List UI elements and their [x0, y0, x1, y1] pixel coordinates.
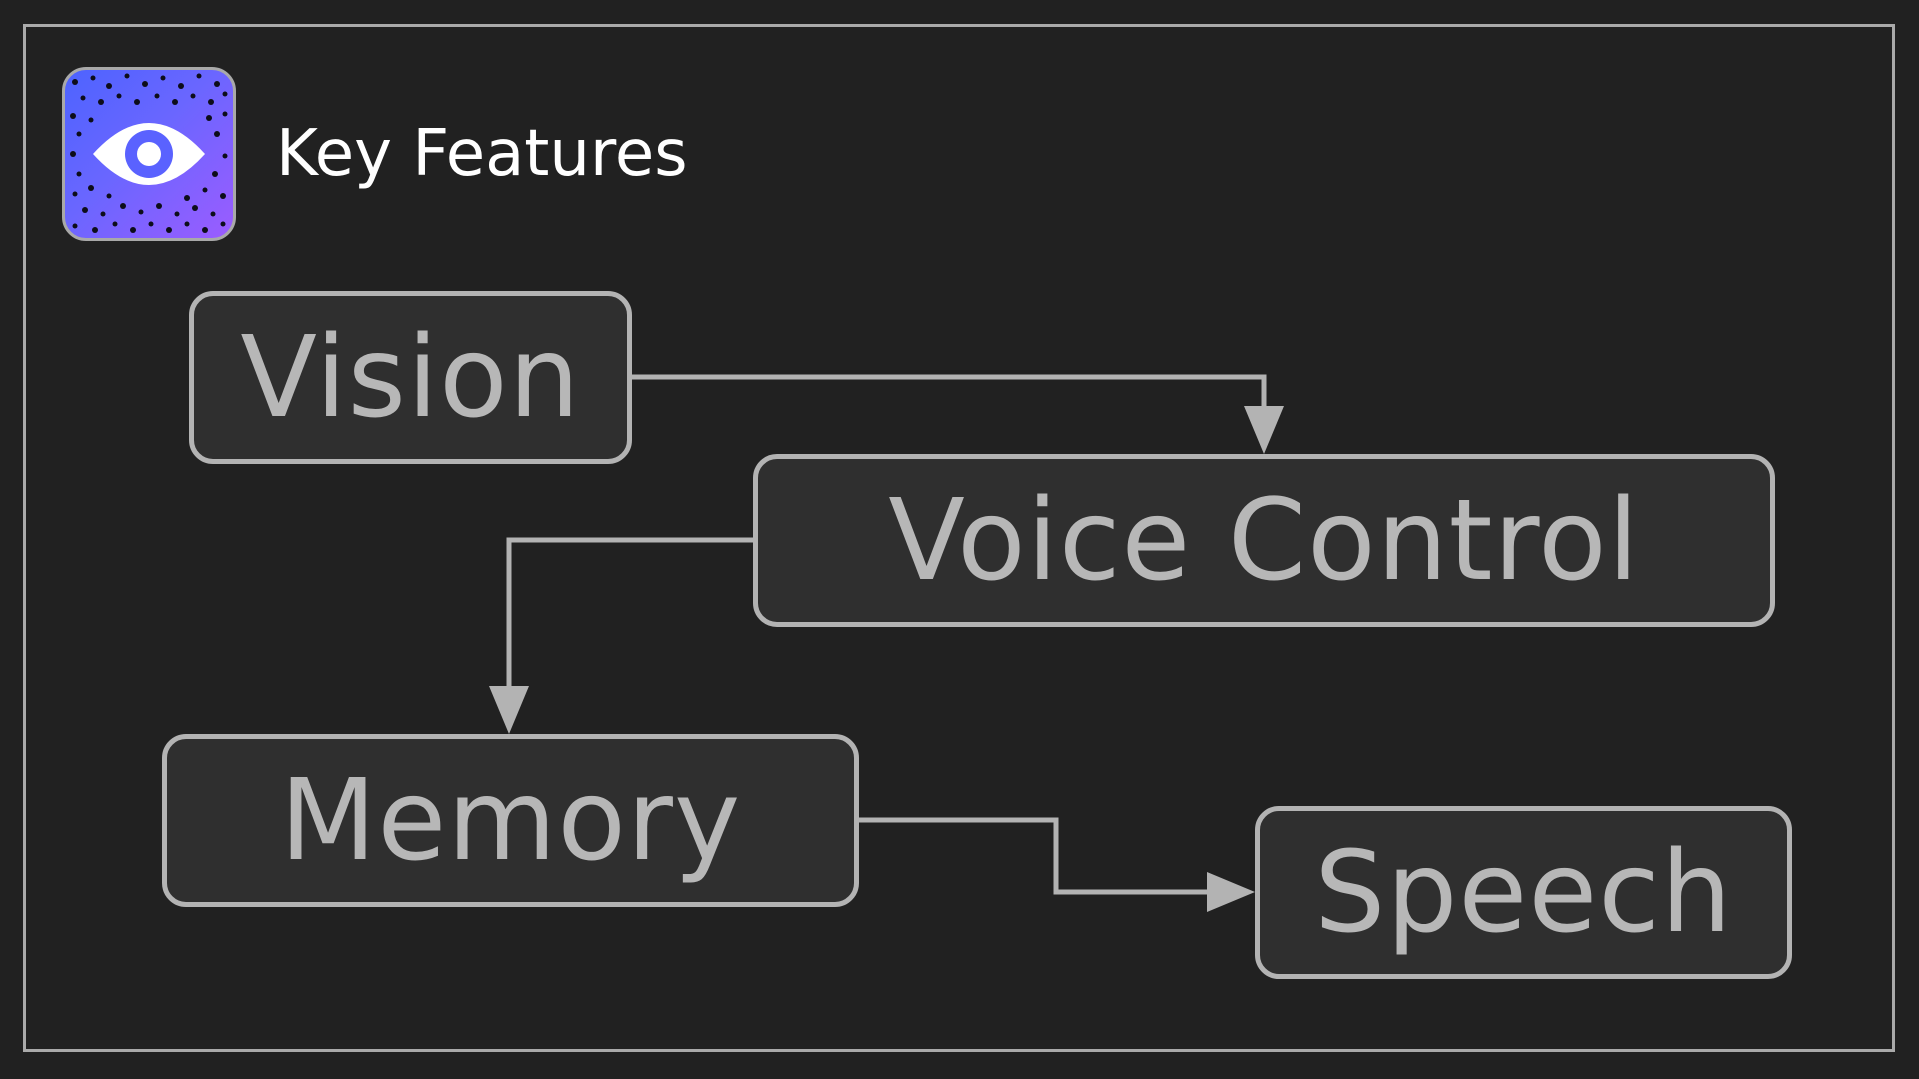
diagram-frame: [23, 24, 1895, 1052]
logo: [62, 67, 236, 241]
node-speech: Speech: [1255, 806, 1792, 979]
eye-icon: [70, 73, 228, 233]
dot-pattern: [70, 73, 228, 233]
node-voice-control: Voice Control: [753, 454, 1775, 627]
node-vision: Vision: [189, 291, 632, 464]
page-title: Key Features: [276, 117, 688, 191]
node-memory: Memory: [162, 734, 859, 907]
